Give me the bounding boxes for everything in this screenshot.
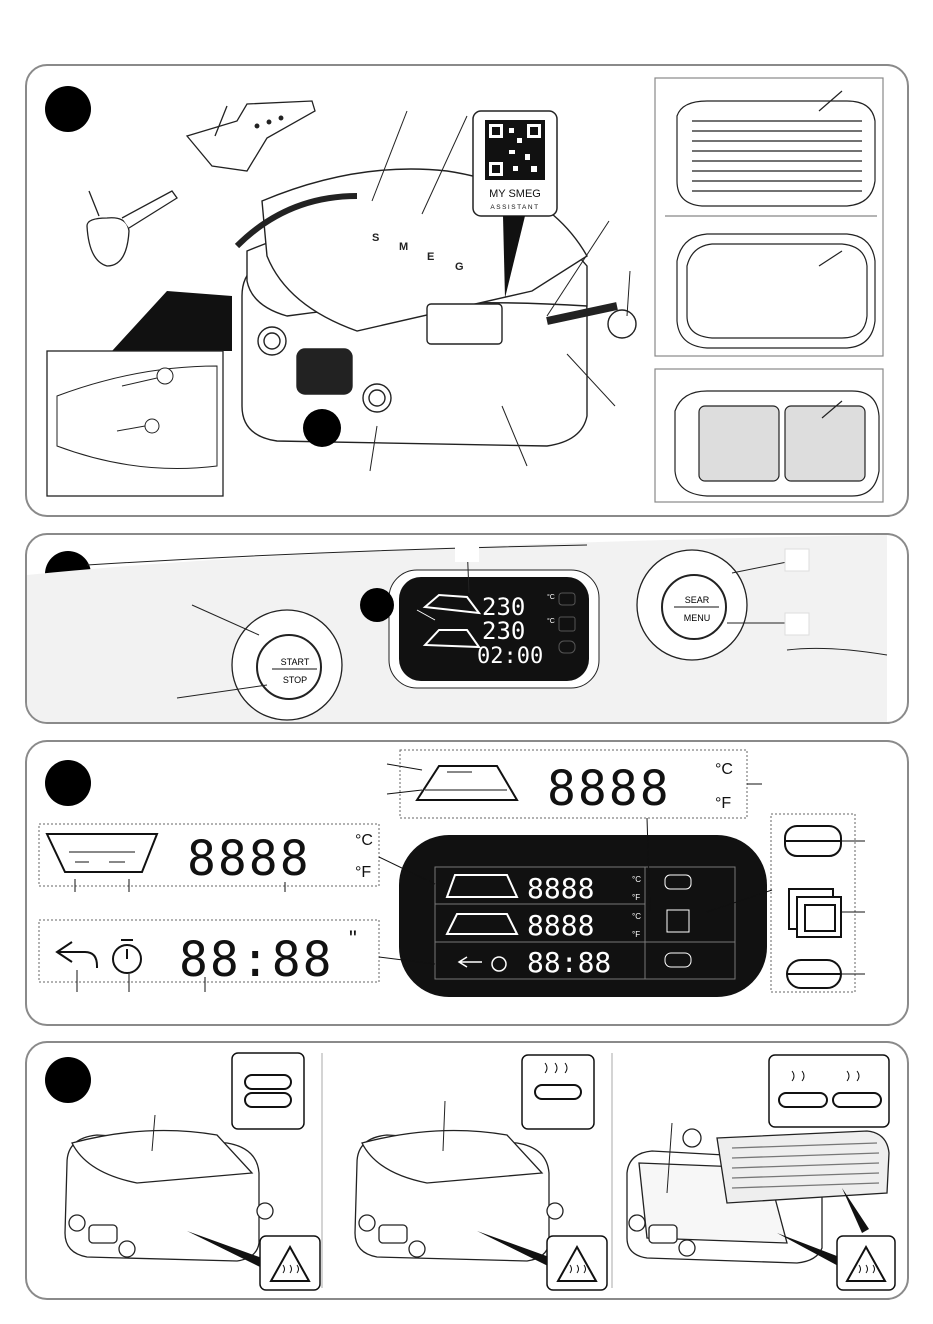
lcd-row-3: 88:88 [527, 946, 611, 979]
svg-text:M: M [399, 241, 408, 253]
display-callout-dot [303, 409, 341, 447]
appliance-illustration: S M E G MY SMEG ASSISTANT [27, 66, 907, 515]
start-stop-knob: START STOP [232, 610, 342, 720]
qr-subtitle: ASSISTANT [490, 204, 539, 211]
hot-surface-warning-icon-2 [547, 1236, 607, 1290]
legend-unit-c-left: °C [355, 832, 373, 849]
lcd-unit-f-2: °F [632, 930, 640, 939]
svg-text:S: S [372, 232, 379, 244]
display-legend-illustration: 8888 °C °F 8888 °C °F 88:88 " [27, 742, 907, 1024]
measuring-spoon [87, 191, 177, 266]
legend-unit-f-top: °F [715, 795, 731, 812]
control-panel-illustration: START STOP 230 230 02:00 °C °C SEAR [27, 535, 907, 722]
lcd-display: 230 230 02:00 °C °C [360, 570, 599, 688]
menu-label: MENU [684, 613, 711, 623]
appliance-closed-1 [65, 1131, 273, 1262]
display-callout-dot [360, 588, 394, 622]
inset-detail-box [47, 291, 232, 496]
sear-menu-knob: SEAR MENU [637, 550, 747, 660]
svg-text:G: G [455, 261, 464, 273]
panel-1-appliance-overview: S M E G MY SMEG ASSISTANT [25, 64, 909, 517]
hot-surface-warning-icon-1 [260, 1236, 320, 1290]
legend-unit-c-top: °C [715, 761, 733, 778]
legend-digits-left: 8888 [187, 831, 311, 887]
sear-label: SEAR [685, 595, 710, 605]
lcd-unit-f-1: °F [632, 893, 640, 902]
lcd-row-2: 8888 [527, 909, 594, 942]
panel-3-display-legend: 8888 °C °F 8888 °C °F 88:88 " [25, 740, 909, 1026]
legend-unit-f-left: °F [355, 864, 371, 881]
qr-title: MY SMEG [489, 188, 541, 200]
legend-timer-row: 88:88 " [39, 920, 379, 988]
panel-4-cooking-modes [25, 1041, 909, 1300]
scraper-tool [187, 101, 315, 171]
grill-plate [677, 101, 875, 206]
lcd-row-1: 8888 [527, 872, 594, 905]
legend-digits-timer: 88:88 [179, 932, 334, 988]
lcd-unit-c-2: °C [632, 912, 641, 921]
mode-icon-open-lid [522, 1055, 594, 1129]
legend-seconds-mark: " [349, 926, 357, 951]
svg-text:E: E [427, 251, 434, 263]
legend-lcd: 8888 8888 88:88 °C °F °C °F [399, 835, 767, 997]
unit-c-mid: °C [547, 617, 555, 625]
start-label: START [281, 657, 310, 667]
display-time: 02:00 [477, 644, 543, 669]
mode-icon-double [769, 1055, 889, 1127]
legend-bottom-plate-temp: 8888 °C °F [39, 824, 379, 887]
legend-digits-top: 8888 [547, 761, 671, 817]
mode-icon-contact [232, 1053, 304, 1129]
display-temp-mid: 230 [482, 617, 525, 645]
plates-column [655, 78, 883, 502]
panel-2-control-panel: START STOP 230 230 02:00 °C °C SEAR [25, 533, 909, 724]
grill-body [237, 169, 636, 446]
appliance-closed-2 [355, 1131, 563, 1262]
hot-surface-warning-icon-3 [837, 1236, 895, 1290]
lcd-unit-c-1: °C [632, 875, 641, 884]
unit-c-top: °C [547, 593, 555, 601]
stop-label: STOP [283, 675, 307, 685]
cooking-modes-illustration [27, 1043, 907, 1298]
legend-top-plate-temp: 8888 °C °F [400, 750, 747, 818]
